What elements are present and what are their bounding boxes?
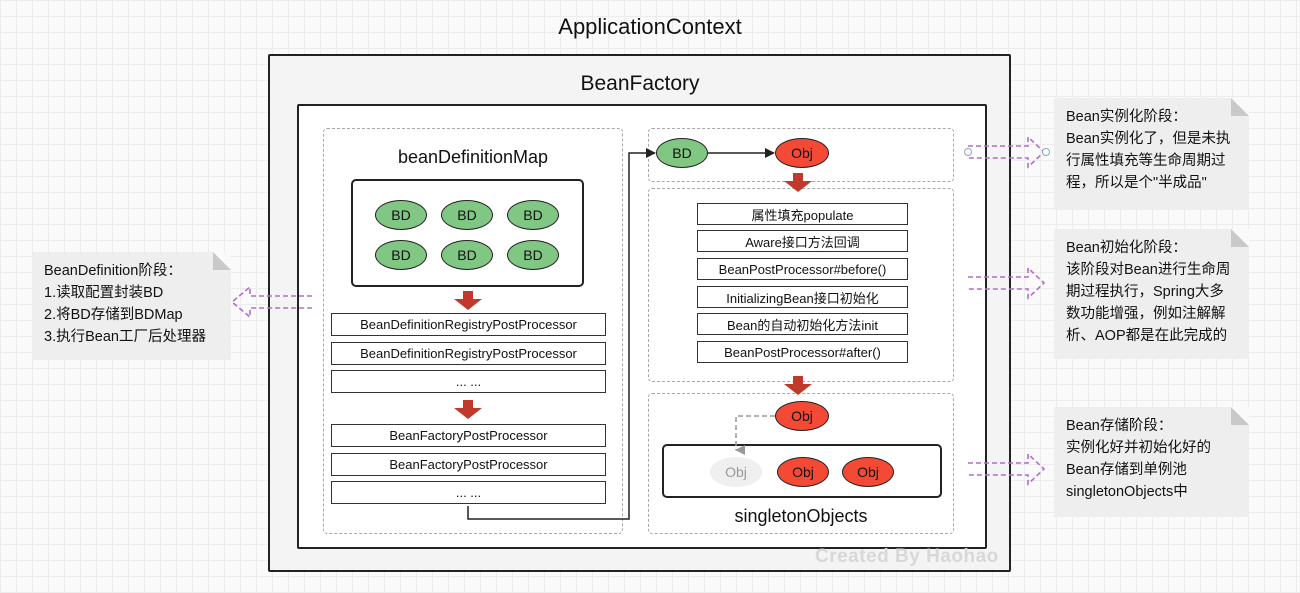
note-line: 实例化好并初始化好的	[1066, 440, 1211, 456]
note-fold	[1231, 229, 1249, 247]
note-line: Bean存储阶段：	[1066, 418, 1173, 434]
phase-arrow	[230, 135, 1046, 486]
note-fold	[1231, 407, 1249, 425]
registry-post-processor-ellipsis: ... ...	[331, 370, 606, 393]
process-connector	[467, 148, 656, 520]
note-line: 3.执行Bean工厂后处理器	[44, 329, 206, 345]
factory-post-processor: BeanFactoryPostProcessor	[331, 424, 606, 447]
note-line: 程，所以是个"半成品"	[1066, 175, 1207, 191]
note-storage: Bean存储阶段： 实例化好并初始化好的 Bean存储到单例池 singleto…	[1054, 407, 1249, 517]
instantiate-obj-node: Obj	[775, 138, 829, 168]
lifecycle-step: InitializingBean接口初始化	[697, 286, 908, 308]
factory-post-processor: BeanFactoryPostProcessor	[331, 453, 606, 476]
note-line: 1.读取配置封装BD	[44, 285, 164, 301]
connector-handle	[1042, 148, 1050, 156]
note-line: Bean实例化阶段：	[1066, 109, 1187, 125]
incoming-obj-node: Obj	[775, 401, 829, 431]
bean-factory-title: BeanFactory	[580, 72, 700, 95]
lifecycle-step: BeanPostProcessor#after()	[697, 341, 908, 363]
singleton-panel	[648, 393, 954, 534]
lifecycle-step: Bean的自动初始化方法init	[697, 313, 908, 335]
registry-post-processor: BeanDefinitionRegistryPostProcessor	[331, 342, 606, 365]
note-fold	[1231, 98, 1249, 116]
registry-post-processor: BeanDefinitionRegistryPostProcessor	[331, 313, 606, 336]
lifecycle-step: Aware接口方法回调	[697, 230, 908, 252]
note-line: Bean存储到单例池	[1066, 462, 1187, 478]
note-line: 2.将BD存储到BDMap	[44, 307, 183, 323]
note-line: 数功能增强，例如注解解	[1066, 306, 1226, 322]
connector-handle	[964, 148, 972, 156]
factory-post-processor-ellipsis: ... ...	[331, 481, 606, 504]
note-bean-definition: BeanDefinition阶段： 1.读取配置封装BD 2.将BD存储到BDM…	[32, 252, 231, 360]
note-line: 析、AOP都是在此完成的	[1066, 328, 1228, 344]
note-line: Bean初始化阶段：	[1066, 240, 1187, 256]
stored-obj-node: Obj	[842, 457, 894, 487]
bd-node: BD	[375, 240, 427, 270]
note-line: 行属性填充等生命周期过	[1066, 153, 1226, 169]
stored-obj-node: Obj	[777, 457, 829, 487]
bean-definition-panel	[323, 128, 623, 534]
note-instantiation: Bean实例化阶段： Bean实例化了，但是未执 行属性填充等生命周期过 程，所…	[1054, 98, 1249, 210]
note-fold	[213, 252, 231, 270]
note-line: 该阶段对Bean进行生命周	[1066, 262, 1231, 278]
lifecycle-step: 属性填充populate	[697, 203, 908, 225]
bd-map-title: beanDefinitionMap	[397, 147, 549, 167]
note-line: BeanDefinition阶段：	[44, 263, 182, 279]
bd-node: BD	[375, 200, 427, 230]
note-line: Bean实例化了，但是未执	[1066, 131, 1231, 147]
bd-node: BD	[507, 200, 559, 230]
lifecycle-step: BeanPostProcessor#before()	[697, 258, 908, 280]
store-arrow	[735, 415, 775, 455]
note-line: singletonObjects中	[1066, 484, 1188, 500]
note-initialization: Bean初始化阶段： 该阶段对Bean进行生命周 期过程执行，Spring大多 …	[1054, 229, 1249, 359]
bd-node: BD	[441, 200, 493, 230]
stored-obj-ghost: Obj	[710, 457, 762, 487]
singleton-objects-title: singletonObjects	[734, 506, 868, 526]
bd-node: BD	[507, 240, 559, 270]
flow-arrow	[454, 173, 812, 419]
instantiate-bd-node: BD	[656, 138, 708, 168]
application-context-title: ApplicationContext	[558, 14, 742, 39]
note-line: 期过程执行，Spring大多	[1066, 284, 1224, 300]
watermark: Created By Haohao	[815, 546, 999, 567]
bd-node: BD	[441, 240, 493, 270]
